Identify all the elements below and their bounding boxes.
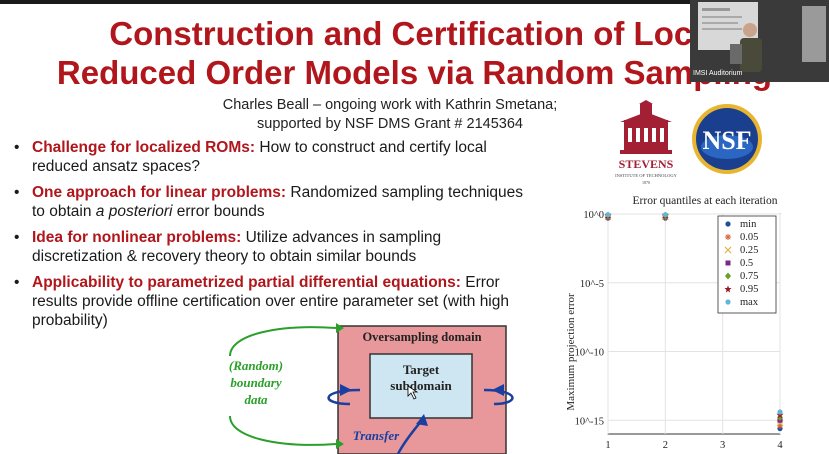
nsf-logo: NSF	[692, 104, 762, 174]
stevens-window-marks	[628, 128, 664, 142]
blue-arrowhead-bottom	[416, 414, 428, 426]
blue-arrowhead-left	[340, 384, 352, 396]
nsf-text: NSF	[702, 126, 751, 155]
video-label: IMSI Auditorium	[693, 70, 743, 77]
side-panel	[802, 6, 826, 62]
chart-y-tick-label: 10^0	[583, 210, 604, 221]
stevens-logo: STEVENS INSTITUTE OF TECHNOLOGY 1870	[615, 100, 678, 185]
mouse-cursor-icon	[407, 385, 419, 400]
speaker-head-icon	[743, 23, 757, 37]
bullet-item: • Idea for nonlinear problems: Utilize ad…	[14, 228, 524, 266]
chart-point	[776, 411, 784, 419]
bullet-text: Utilize advances in sampling discretizat…	[32, 229, 442, 265]
chart-x-tick-label: 2	[663, 440, 668, 451]
chart-point	[725, 299, 731, 305]
bullet-text: How to construct and certify local reduc…	[32, 139, 487, 175]
chart-y-tick-label: 10^-5	[580, 279, 604, 290]
bullet-dot: •	[14, 229, 20, 246]
chart-point	[725, 272, 731, 280]
screen-line	[702, 8, 730, 11]
chart-x-tick-label: 1	[605, 440, 610, 451]
bullet-emphasis: a posteriori	[95, 203, 173, 220]
stevens-name: STEVENS	[619, 157, 674, 171]
bullet-dot: •	[14, 184, 20, 201]
chart-legend-label: 0.75	[740, 271, 758, 282]
bullet-dot: •	[14, 274, 20, 291]
bullet-text-end: error bounds	[172, 203, 265, 220]
bullet-item: • Challenge for localized ROMs: How to co…	[14, 138, 524, 176]
chart-y-tick-label: 10^-15	[575, 416, 604, 427]
bullet-heading: Idea for nonlinear problems:	[32, 229, 242, 246]
screen-line	[702, 16, 742, 18]
chart-legend-label: 0.25	[740, 245, 758, 256]
green-arrowhead-top	[336, 323, 344, 333]
chart-point	[605, 212, 611, 218]
chart-point	[662, 212, 668, 218]
chart-point	[777, 409, 783, 415]
bullet-list: • Challenge for localized ROMs: How to co…	[14, 138, 524, 337]
chart-x-tick-label: 3	[720, 440, 725, 451]
slide-title-line-2: Reduced Order Models via Random Sampling	[56, 54, 773, 91]
chart-point	[725, 234, 731, 240]
authors-line-2: supported by NSF DMS Grant # 2145364	[257, 116, 523, 132]
nsf-globe-band	[701, 135, 753, 159]
green-arrow-bottom	[229, 415, 337, 446]
transfer-label: Transfer	[353, 428, 400, 443]
chart-y-axis-label: Maximum projection error	[565, 293, 577, 411]
authors-block: Charles Beall – ongoing work with Kathri…	[200, 96, 580, 134]
chart-legend-label: 0.5	[740, 258, 753, 269]
oversampling-domain-label: Oversampling domain	[362, 330, 481, 344]
target-subdomain-label-2: subdomain	[390, 378, 452, 393]
authors-line-1: Charles Beall – ongoing work with Kathri…	[222, 97, 558, 113]
random-label-2: boundary	[230, 375, 282, 390]
bullet-text: Error results provide offline certificat…	[32, 274, 509, 329]
chart-legend-label: max	[740, 297, 759, 308]
chart-plot-area: 1 2 3 4 10^0 10^-5 10^-10 10^-15 min 0.05 0.25 0.5 0…	[575, 210, 784, 451]
slide-title-line-1: Construction and Certification of Local	[109, 15, 720, 52]
speaker-body-icon	[740, 38, 762, 72]
top-frame-bar	[0, 0, 829, 4]
bullet-heading: Applicability to parametrized partial di…	[32, 274, 461, 291]
chart-title: Error quantiles at each iteration	[633, 195, 778, 207]
chart-point	[724, 246, 732, 254]
target-subdomain-box	[369, 353, 473, 419]
green-arrowhead-bottom	[336, 439, 344, 449]
chart-point	[725, 221, 731, 227]
chart-point	[724, 285, 732, 293]
chart-y-tick-label: 10^-10	[575, 348, 604, 359]
blue-arrowhead-right	[492, 384, 504, 396]
chart-x-tick-label: 4	[777, 440, 783, 451]
stevens-subtitle: INSTITUTE OF TECHNOLOGY	[615, 173, 677, 178]
bullet-text: Randomized sampling techniques to obtain	[32, 184, 524, 220]
podium-icon	[730, 44, 742, 64]
speaker-video-thumbnail[interactable]	[690, 0, 829, 82]
stevens-year: 1870	[642, 180, 650, 185]
chart-legend-label: min	[740, 219, 757, 230]
bullet-heading: One approach for linear problems:	[32, 184, 287, 201]
random-label-1: (Random)	[229, 358, 283, 373]
random-label-3: data	[244, 392, 268, 407]
screen-line	[702, 22, 738, 24]
oversampling-diagram: Oversampling domain Target subdomain (Ra…	[229, 323, 514, 454]
speaker-video-frame	[690, 0, 829, 82]
target-subdomain-label-1: Target	[403, 362, 440, 377]
bullet-item: • Applicability to parametrized partial d…	[14, 273, 524, 330]
bullet-dot: •	[14, 139, 20, 156]
chart-legend-label: 0.95	[740, 284, 758, 295]
stevens-building-icon	[620, 100, 672, 154]
chart-point	[777, 422, 783, 429]
chart-point	[725, 260, 731, 266]
bullet-heading: Challenge for localized ROMs:	[32, 139, 256, 156]
green-arrow-top	[229, 326, 337, 357]
error-quantiles-chart: Error quantiles at each iteration Maximu…	[565, 195, 784, 451]
screen-line	[702, 28, 742, 30]
chart-legend-label: 0.05	[740, 232, 758, 243]
bullet-item: • One approach for linear problems: Rando…	[14, 183, 524, 221]
slide-title: Construction and Certification of Local …	[0, 14, 829, 92]
